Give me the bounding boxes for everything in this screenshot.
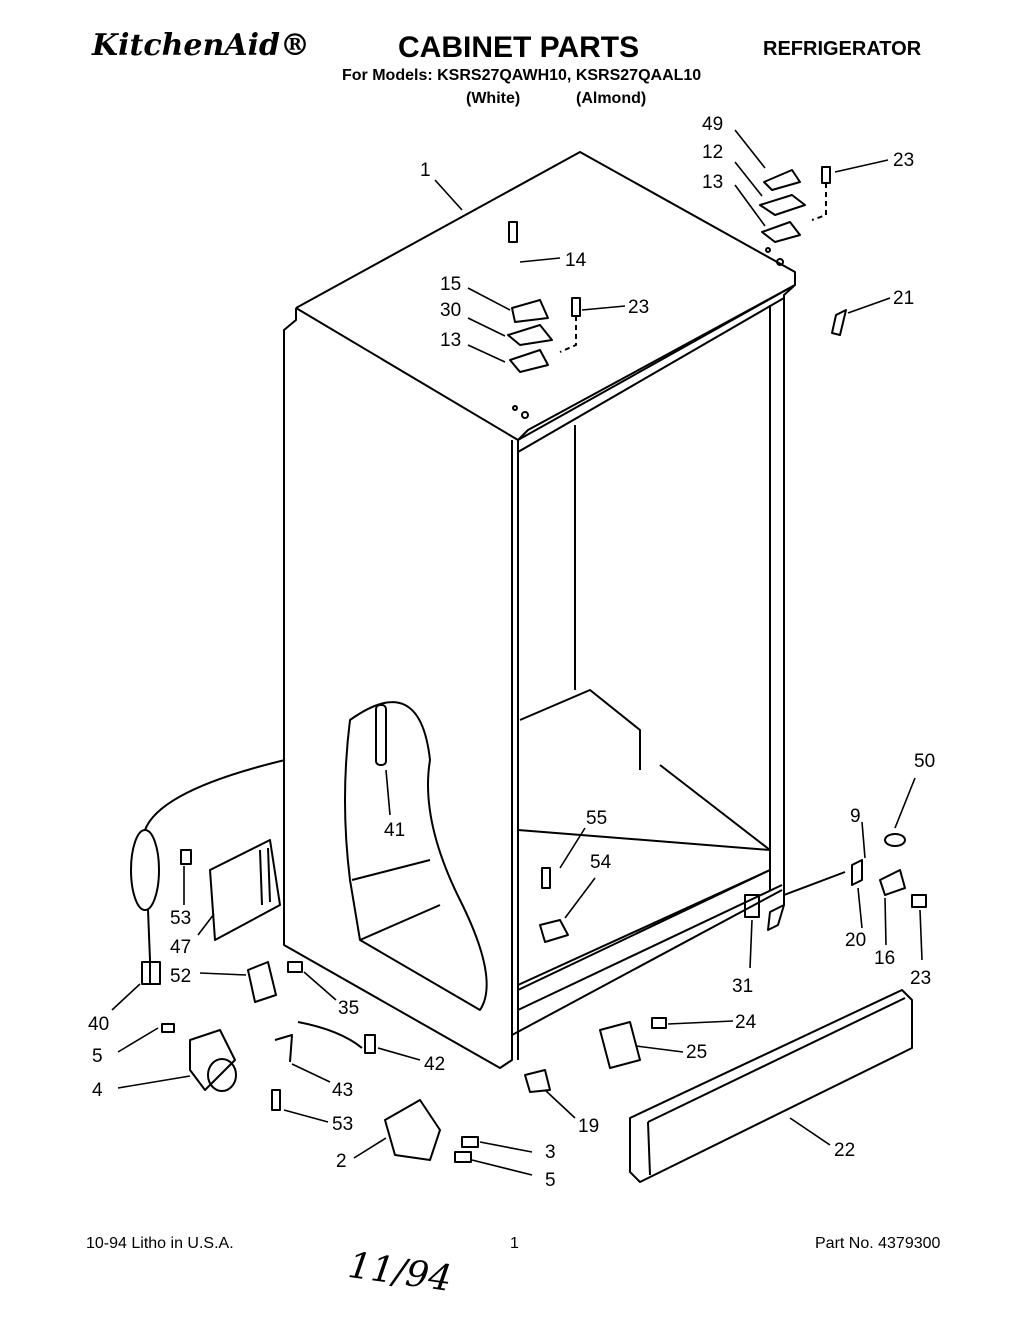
callout-19: 19 bbox=[578, 1116, 599, 1137]
variant-almond: (Almond) bbox=[576, 90, 647, 107]
callout-3: 3 bbox=[545, 1142, 556, 1163]
callout-15: 15 bbox=[440, 274, 461, 295]
cutaway-view bbox=[344, 701, 488, 1011]
print-info: 10-94 Litho in U.S.A. bbox=[86, 1235, 234, 1252]
callout-41: 41 bbox=[384, 820, 405, 841]
callout-5: 5 bbox=[92, 1046, 103, 1067]
callout-22: 22 bbox=[834, 1140, 855, 1161]
callout-53: 53 bbox=[332, 1114, 353, 1135]
callout-52: 52 bbox=[170, 966, 191, 987]
front-roller bbox=[384, 1099, 441, 1161]
callout-13: 13 bbox=[440, 330, 461, 351]
page-number: 1 bbox=[510, 1235, 519, 1252]
callout-49: 49 bbox=[702, 114, 723, 135]
callout-50: 50 bbox=[914, 751, 935, 772]
roller-assembly bbox=[189, 1029, 236, 1091]
callout-43: 43 bbox=[332, 1080, 353, 1101]
drain-tube bbox=[297, 1021, 363, 1049]
callout-30: 30 bbox=[440, 300, 461, 321]
callout-31: 31 bbox=[732, 976, 753, 997]
callout-13: 13 bbox=[702, 172, 723, 193]
cabinet-shell bbox=[295, 151, 796, 931]
callout-40: 40 bbox=[88, 1014, 109, 1035]
callout-24: 24 bbox=[735, 1012, 757, 1033]
callout-54: 54 bbox=[590, 852, 612, 873]
callout-16: 16 bbox=[874, 948, 895, 969]
callout-55: 55 bbox=[586, 808, 607, 829]
part-number: Part No. 4379300 bbox=[815, 1235, 941, 1252]
toe-grille bbox=[629, 989, 913, 1183]
callout-21: 21 bbox=[893, 288, 914, 309]
callout-12: 12 bbox=[702, 142, 723, 163]
callout-23: 23 bbox=[910, 968, 931, 989]
callout-1: 1 bbox=[420, 160, 431, 181]
callout-35: 35 bbox=[338, 998, 359, 1019]
callout-25: 25 bbox=[686, 1042, 707, 1063]
hinge-top-left bbox=[511, 299, 549, 323]
callout-20: 20 bbox=[845, 930, 866, 951]
callout-23: 23 bbox=[893, 150, 914, 171]
hinge-top-right bbox=[763, 169, 801, 191]
callout-23: 23 bbox=[628, 297, 649, 318]
callout-47: 47 bbox=[170, 937, 191, 958]
electrical-box bbox=[209, 839, 281, 941]
model-numbers: For Models: KSRS27QAWH10, KSRS27QAAL10 bbox=[342, 67, 702, 84]
page-title: CABINET PARTS bbox=[398, 31, 640, 64]
callout-42: 42 bbox=[424, 1054, 445, 1075]
callout-5: 5 bbox=[545, 1170, 556, 1191]
brand-logo: KitchenAid® bbox=[92, 28, 310, 63]
callout-53: 53 bbox=[170, 908, 191, 929]
callout-9: 9 bbox=[850, 806, 861, 827]
variant-white: (White) bbox=[466, 90, 521, 107]
callout-14: 14 bbox=[565, 250, 587, 271]
appliance-category: REFRIGERATOR bbox=[763, 38, 922, 60]
callout-2: 2 bbox=[336, 1151, 347, 1172]
power-cord bbox=[144, 759, 286, 831]
callout-4: 4 bbox=[92, 1080, 103, 1101]
